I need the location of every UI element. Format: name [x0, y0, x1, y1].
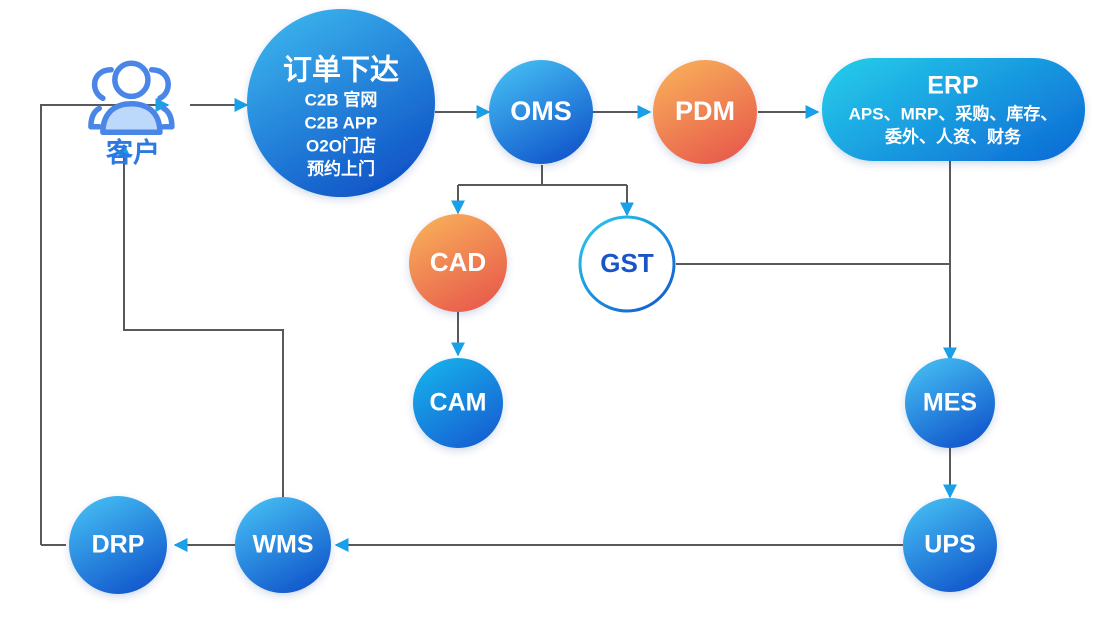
cam-circle[interactable]	[413, 358, 503, 448]
left-person-head-arc	[91, 66, 114, 102]
node-mes[interactable]: MES	[905, 358, 995, 448]
node-oms[interactable]: OMS	[489, 60, 593, 164]
erp-subline-1: APS、MRP、采购、库存、	[849, 103, 1058, 123]
node-order[interactable]: 订单下达 C2B 官网 C2B APP O2O门店 预约上门	[247, 9, 435, 197]
order-circle[interactable]	[247, 9, 435, 197]
wms-label: WMS	[252, 531, 313, 559]
left-person-body	[88, 105, 102, 130]
center-person-head	[112, 60, 151, 100]
pdm-circle[interactable]	[653, 60, 757, 164]
ups-label: UPS	[924, 531, 975, 559]
ups-circle[interactable]	[903, 498, 997, 592]
node-erp[interactable]: ERP APS、MRP、采购、库存、 委外、人资、财务	[822, 58, 1085, 161]
gst-circle[interactable]	[578, 215, 676, 313]
node-cam[interactable]: CAM	[413, 358, 503, 448]
center-person-body	[100, 101, 163, 136]
right-person-body	[160, 105, 175, 130]
node-customer[interactable]: 客户	[88, 60, 175, 168]
connectors	[40, 98, 957, 552]
cad-circle[interactable]	[409, 214, 507, 312]
order-subline-4: 预约上门	[307, 158, 375, 178]
erp-title: ERP	[927, 72, 978, 100]
wms-circle[interactable]	[235, 497, 331, 593]
drp-label: DRP	[92, 531, 145, 559]
edge-wms-to-customer	[117, 143, 284, 497]
customer-label: 客户	[106, 137, 160, 168]
order-subline-2: C2B APP	[304, 113, 377, 132]
users-group-icon	[88, 60, 175, 136]
erp-subline-2: 委外、人资、财务	[884, 126, 1022, 146]
node-drp[interactable]: DRP	[69, 496, 167, 594]
order-subline-3: O2O门店	[306, 135, 376, 155]
oms-circle[interactable]	[489, 60, 593, 164]
order-title: 订单下达	[283, 54, 399, 87]
oms-label: OMS	[510, 96, 572, 126]
node-ups[interactable]: UPS	[903, 498, 997, 592]
node-wms[interactable]: WMS	[235, 497, 331, 593]
node-pdm[interactable]: PDM	[653, 60, 757, 164]
node-gst[interactable]: GST	[578, 215, 676, 313]
mes-circle[interactable]	[905, 358, 995, 448]
gst-label: GST	[600, 248, 654, 278]
cad-label: CAD	[430, 247, 486, 277]
mes-label: MES	[923, 389, 977, 417]
edge-drp-to-customer	[40, 98, 170, 545]
drp-circle[interactable]	[69, 496, 167, 594]
cam-label: CAM	[430, 389, 487, 417]
right-person-head-arc	[148, 66, 171, 102]
node-cad[interactable]: CAD	[409, 214, 507, 312]
pdm-label: PDM	[675, 96, 735, 126]
erp-pill[interactable]	[822, 58, 1085, 161]
order-subline-1: C2B 官网	[305, 89, 378, 109]
